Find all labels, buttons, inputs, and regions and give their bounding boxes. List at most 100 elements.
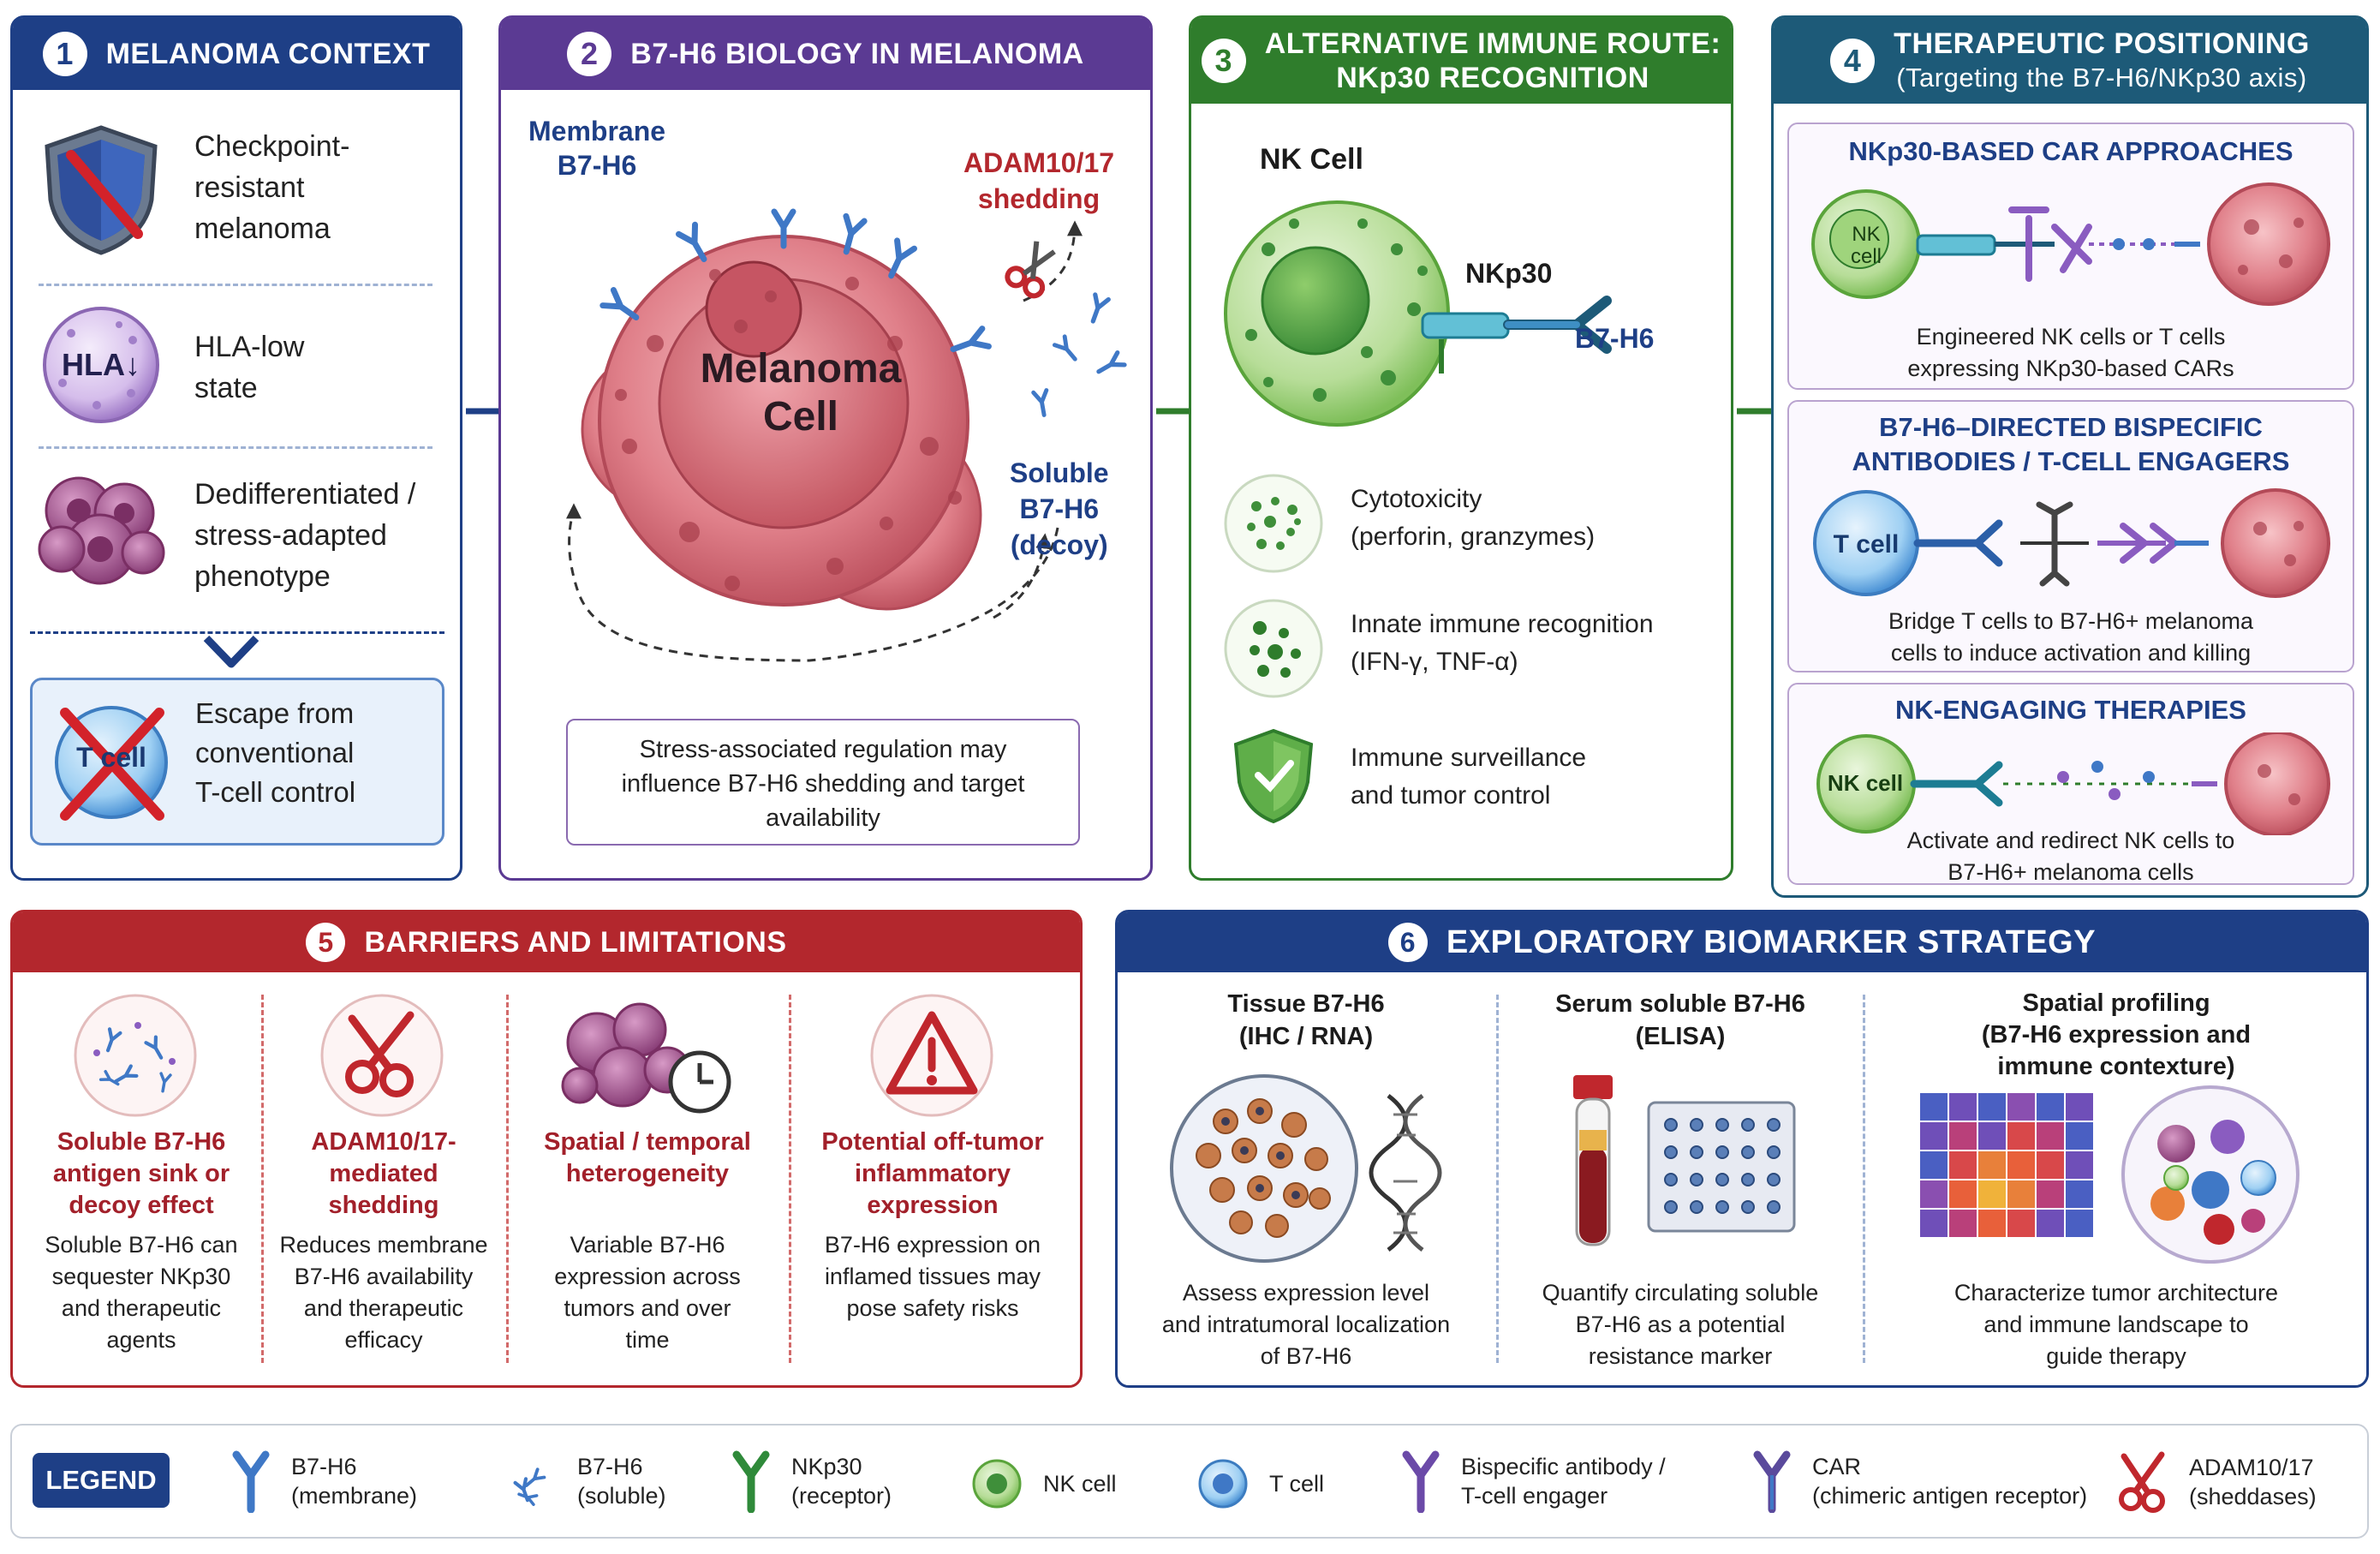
divider [39, 446, 432, 449]
panel-3-header: 3 ALTERNATIVE IMMUNE ROUTE: NKp30 RECOGN… [1191, 18, 1731, 104]
adam-icon [2119, 1451, 2165, 1513]
nk-cell-icon [972, 1459, 1022, 1509]
bispecific-cell-label: T cell [1833, 530, 1900, 559]
panel-melanoma-context: 1 MELANOMA CONTEXT Checkpoint- resistant… [10, 15, 462, 881]
legend-car: CAR(chimeric antigen receptor) [1751, 1449, 2087, 1513]
p1-item-3-text: Dedifferentiated / stress-adapted phenot… [194, 478, 416, 593]
car-diagram [1806, 176, 2337, 313]
panel-5-number: 5 [306, 923, 346, 962]
p1-item-2-text: HLA-low state [194, 331, 305, 404]
t-cell-icon [1198, 1459, 1248, 1509]
p5-item-1-title: Soluble B7-H6 antigen sink or decoy effe… [52, 1128, 230, 1219]
bispecific-icon [1402, 1450, 1440, 1513]
legend-b7h6-soluble: B7-H6(soluble) [500, 1449, 666, 1513]
nkp30-label: NKp30 [1465, 258, 1553, 289]
melanoma-cell-illustration [527, 138, 1143, 669]
nk-engaging-title: NK-ENGAGING THERAPIES [1895, 695, 2246, 725]
nk-cell-illustration [1217, 189, 1697, 446]
legend-nk-cell: NK cell [971, 1458, 1117, 1509]
b7h6-membrane-icon [232, 1450, 270, 1513]
panel-4-header: 4 THERAPEUTIC POSITIONING (Targeting the… [1774, 18, 2366, 104]
car-approaches-box: NKp30-BASED CAR APPROACHES NK cell Engin… [1787, 123, 2354, 390]
hla-cell-icon [37, 301, 165, 429]
chevron-down-icon [201, 633, 261, 671]
p5-item-4-title: Potential off-tumor inflammatory express… [821, 1128, 1044, 1219]
nk-engaging-cell-label: NK cell [1827, 770, 1904, 796]
panel-4-title: THERAPEUTIC POSITIONING (Targeting the B… [1894, 27, 2310, 93]
p5-item-2-text: Reduces membrane B7-H6 availability and … [279, 1232, 488, 1353]
hla-badge: HLA↓ [62, 347, 140, 382]
divider [789, 995, 791, 1363]
legend-b7h6-membrane: B7-H6(membrane) [230, 1449, 417, 1513]
p6-item-2-text: Quantify circulating soluble B7-H6 as a … [1542, 1280, 1819, 1369]
panel-4-number: 4 [1830, 39, 1876, 83]
scissors-icon [318, 991, 446, 1120]
p3-item-3-text: Immune surveillance and tumor control [1351, 744, 1587, 810]
nkp30-icon [732, 1450, 770, 1513]
escape-box: T cell Escape from conventional T-cell c… [30, 678, 444, 846]
car-icon [1753, 1450, 1791, 1513]
t-cell-crossed-icon [43, 692, 180, 834]
panel-alternative-immune-route: 3 ALTERNATIVE IMMUNE ROUTE: NKp30 RECOGN… [1189, 15, 1733, 881]
p6-item-1-title: Tissue B7-H6 (IHC / RNA) [1227, 990, 1385, 1050]
p6-item-1-text: Assess expression level and intratumoral… [1161, 1280, 1451, 1369]
soluble-antigen-icon [71, 991, 200, 1120]
legend-title: LEGEND [33, 1453, 170, 1508]
legend-bispecific: Bispecific antibody /T-cell engager [1399, 1449, 1666, 1513]
bispecific-box: B7-H6–DIRECTED BISPECIFIC ANTIBODIES / T… [1787, 400, 2354, 672]
shield-icon [37, 121, 165, 258]
legend-adam: ADAM10/17(sheddases) [2112, 1448, 2317, 1516]
panel-2-title: B7-H6 BIOLOGY IN MELANOMA [630, 38, 1084, 70]
panel-therapeutic-positioning: 4 THERAPEUTIC POSITIONING (Targeting the… [1771, 15, 2369, 898]
divider [39, 284, 432, 286]
panel-6-title: EXPLORATORY BIOMARKER STRATEGY [1446, 924, 2097, 960]
panel-2-header: 2 B7-H6 BIOLOGY IN MELANOMA [501, 18, 1150, 90]
divider [1863, 995, 1865, 1363]
b7h6-soluble-icon [500, 1467, 546, 1506]
nk-engaging-text: Activate and redirect NK cells to B7-H6+… [1906, 828, 2235, 885]
panel-5-title: BARRIERS AND LIMITATIONS [364, 926, 787, 959]
panel-1-header: 1 MELANOMA CONTEXT [13, 18, 460, 90]
legend-bar: LEGEND B7-H6(membrane) B7-H6(soluble) NK… [10, 1424, 2369, 1539]
melanoma-cell-label: Melanoma Cell [700, 346, 902, 439]
cell-cluster-icon [32, 463, 173, 592]
car-cell-label: NK cell [1850, 223, 1882, 268]
legend-nkp30: NKp30(receptor) [730, 1449, 892, 1513]
panel-barriers: 5 BARRIERS AND LIMITATIONS Soluble B7-H6… [10, 910, 1083, 1388]
serum-elisa-icon [1556, 1070, 1830, 1267]
p6-item-3-title: Spatial profiling (B7-H6 expression and … [1981, 989, 2252, 1080]
p5-item-3-title: Spatial / temporal heterogeneity [544, 1128, 751, 1187]
regulation-note: Stress-associated regulation may influen… [566, 719, 1080, 846]
divider [506, 995, 509, 1363]
b7h6-label: B7-H6 [1575, 323, 1655, 354]
panel-biomarker-strategy: 6 EXPLORATORY BIOMARKER STRATEGY Tissue … [1115, 910, 2369, 1388]
panel-5-header: 5 BARRIERS AND LIMITATIONS [13, 912, 1080, 972]
divider [1496, 995, 1499, 1363]
panel-3-number: 3 [1201, 39, 1246, 83]
granule-icon [1222, 472, 1325, 575]
cytokine-icon [1222, 597, 1325, 700]
car-approaches-text: Engineered NK cells or T cells expressin… [1907, 324, 2234, 381]
divider [261, 995, 264, 1363]
p1-escape-text: Escape from conventional T-cell control [195, 697, 356, 808]
legend-t-cell: T cell [1197, 1458, 1324, 1509]
p1-item-1-text: Checkpoint- resistant melanoma [194, 130, 350, 245]
panel-6-header: 6 EXPLORATORY BIOMARKER STRATEGY [1118, 912, 2366, 972]
p5-item-2-title: ADAM10/17- mediated shedding [311, 1128, 456, 1219]
t-cell-badge: T cell [76, 742, 146, 773]
divider [30, 631, 444, 634]
p5-item-3-text: Variable B7-H6 expression across tumors … [554, 1232, 741, 1353]
panel-3-title: ALTERNATIVE IMMUNE ROUTE: NKp30 RECOGNIT… [1264, 27, 1721, 94]
nk-engaging-diagram [1806, 732, 2337, 835]
bispecific-text: Bridge T cells to B7-H6+ melanoma cells … [1888, 608, 2253, 666]
spatial-profiling-icon [1919, 1084, 2322, 1272]
p3-item-2-text: Innate immune recognition (IFN-γ, TNF-α) [1351, 610, 1654, 676]
adam-shedding-label: ADAM10/17 shedding [963, 147, 1115, 214]
warning-icon [868, 991, 996, 1120]
p3-item-1-text: Cytotoxicity (perforin, granzymes) [1351, 485, 1596, 551]
bispecific-diagram [1806, 487, 2337, 599]
panel-1-title: MELANOMA CONTEXT [105, 38, 431, 70]
tissue-section-icon [1166, 1070, 1457, 1267]
nk-cell-label: NK Cell [1260, 143, 1363, 176]
soluble-b7h6-label: Soluble B7-H6 (decoy) [1010, 457, 1109, 560]
